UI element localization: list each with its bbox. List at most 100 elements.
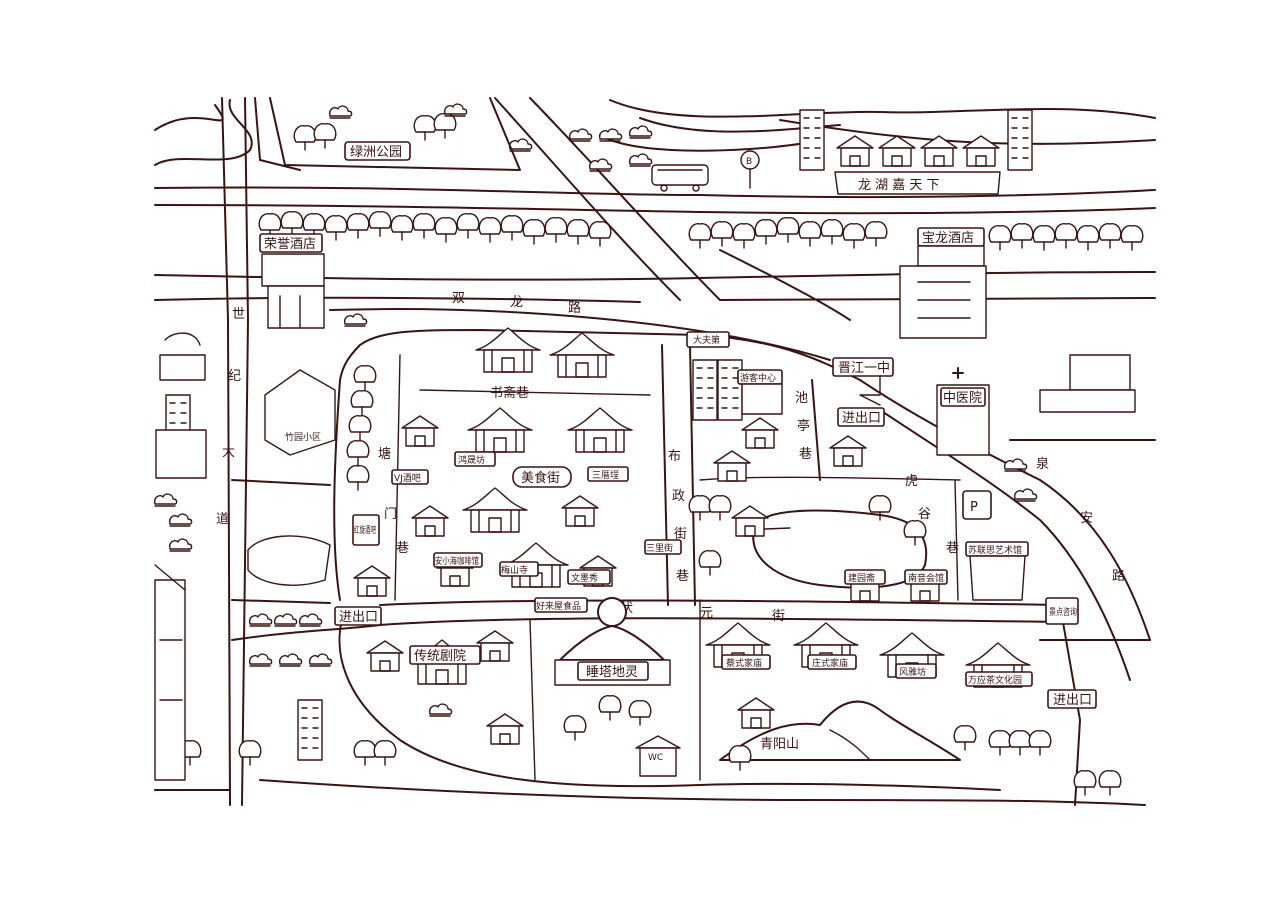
svg-text:苏联思艺术馆: 苏联思艺术馆 — [968, 544, 1022, 556]
rongyu-hotel[interactable]: 荣誉酒店 — [259, 233, 325, 329]
svg-text:巷: 巷 — [676, 569, 689, 584]
svg-text:竹园小区: 竹园小区 — [285, 431, 321, 443]
left-buildings — [154, 332, 207, 781]
svg-text:南音会馆: 南音会馆 — [908, 572, 944, 584]
sign-visitor-center[interactable]: 游客中心 — [737, 369, 783, 415]
sign-entrance-3[interactable]: 进出口 — [1047, 689, 1097, 709]
stadium — [247, 535, 331, 586]
sign-vj-bar[interactable]: VJ酒吧 — [391, 469, 429, 485]
qingyang-label: 青阳山 — [760, 737, 799, 752]
pagoda-landmark[interactable]: 睡塔地灵 — [554, 597, 671, 686]
road-label-shiji: 世 纪 大 道 — [216, 307, 245, 527]
svg-text:大: 大 — [222, 445, 235, 460]
road-label-shuanglong: 双 龙 路 — [452, 291, 581, 316]
road-label-buzheng: 布 政 街 巷 — [668, 449, 689, 584]
svg-text:鸿晟坊: 鸿晟坊 — [458, 454, 485, 466]
svg-text:美食街: 美食街 — [521, 470, 560, 486]
longhu-residence: 龙 湖 嘉 天 下 — [799, 109, 1033, 195]
sign-cai-temple[interactable]: 蔡式家庙 — [721, 654, 771, 670]
sign-entrance-2[interactable]: 进出口 — [334, 606, 382, 626]
baolong-hotel-label: 宝龙酒店 — [922, 231, 974, 246]
road-label-shuzhai: 书斋巷 — [490, 385, 529, 401]
baolong-hotel[interactable]: 宝龙酒店 — [899, 227, 987, 339]
road-label-zhuangyuan: 状 元 街 — [620, 601, 785, 624]
svg-text:元: 元 — [700, 606, 713, 621]
sign-zhuang-temple[interactable]: 庄式家庙 — [807, 654, 857, 670]
svg-text:安小海咖啡馆: 安小海咖啡馆 — [435, 555, 479, 567]
svg-text:游客中心: 游客中心 — [740, 372, 776, 384]
svg-text:晋江一中: 晋江一中 — [838, 361, 890, 376]
svg-text:睡塔地灵: 睡塔地灵 — [586, 665, 638, 680]
zhuyuan-residence: 竹园小区 — [264, 369, 336, 456]
road-label-tangmen: 塘 门 巷 — [378, 446, 409, 556]
svg-text:布: 布 — [668, 449, 681, 464]
wc-building[interactable]: WC — [635, 735, 681, 777]
svg-text:三里街: 三里街 — [646, 542, 673, 554]
svg-text:三厝埕: 三厝埕 — [592, 470, 619, 481]
sign-hongsheng[interactable]: 鸿晟坊 — [454, 451, 496, 467]
tcm-hospital[interactable]: 中医院 — [936, 367, 990, 456]
inner-buildings — [297, 327, 1136, 761]
svg-text:池: 池 — [795, 391, 808, 406]
svg-text:街: 街 — [674, 527, 687, 542]
svg-text:景点咨询: 景点咨询 — [1049, 606, 1077, 618]
svg-text:好来屋食品: 好来屋食品 — [536, 600, 581, 612]
svg-text:建园斋: 建园斋 — [848, 572, 875, 584]
svg-text:进出口: 进出口 — [1053, 693, 1092, 708]
svg-text:文墨秀: 文墨秀 — [571, 572, 598, 584]
sign-jianyuanzhai[interactable]: 建园斋 — [844, 569, 886, 585]
sign-meishan[interactable]: 梅山寺 — [499, 561, 539, 577]
svg-text:中医院: 中医院 — [943, 391, 982, 406]
rongyu-hotel-label: 荣誉酒店 — [264, 237, 316, 252]
longhu-label: 龙 湖 嘉 天 下 — [858, 178, 940, 193]
svg-text:红旋酒吧: 红旋酒吧 — [354, 524, 376, 536]
svg-text:谷: 谷 — [918, 507, 931, 522]
sign-scenic-consult[interactable]: 景点咨询 — [1045, 597, 1079, 625]
qingyang-mountain: 青阳山 — [719, 700, 961, 761]
svg-text:安: 安 — [1080, 511, 1093, 526]
parking-sign[interactable]: P — [962, 490, 992, 520]
road-network — [154, 97, 1156, 806]
svg-text:虎: 虎 — [905, 474, 918, 489]
svg-text:塘: 塘 — [378, 446, 391, 462]
svg-text:巷: 巷 — [946, 541, 959, 556]
sign-sanxiangdi[interactable]: 三厝埕 — [587, 466, 629, 482]
svg-text:巷: 巷 — [396, 541, 409, 556]
sign-nanyin[interactable]: 南音会馆 — [904, 569, 948, 585]
svg-text:纪: 纪 — [228, 369, 241, 384]
sign-anxiaohai[interactable]: 安小海咖啡馆 — [433, 552, 483, 568]
svg-text:路: 路 — [568, 300, 581, 316]
sign-hongxuan[interactable]: 红旋酒吧 — [352, 514, 380, 546]
svg-text:万应茶文化园: 万应茶文化园 — [968, 674, 1022, 686]
svg-text:庄式家庙: 庄式家庙 — [812, 657, 848, 669]
sign-dafupai[interactable]: 大夫第 — [686, 331, 730, 348]
sign-su-museum[interactable]: 苏联思艺术馆 — [965, 541, 1029, 601]
sign-traditional-theater[interactable]: 传统剧院 — [409, 645, 481, 665]
lvzhou-park: 绿洲公园 — [269, 97, 521, 171]
svg-text:VJ酒吧: VJ酒吧 — [394, 473, 421, 484]
jinjiang-school[interactable]: 晋江一中 — [832, 357, 894, 406]
sign-fengyafang[interactable]: 风雅坊 — [895, 663, 937, 679]
road-label-huwei: 虎 谷 巷 — [905, 474, 959, 556]
sign-food-street[interactable]: 美食街 — [512, 466, 572, 488]
bus-stop[interactable]: B — [651, 150, 760, 192]
svg-text:传统剧院: 传统剧院 — [414, 649, 466, 664]
road-label-quanan: 泉 安 路 — [1036, 456, 1125, 584]
svg-text:泉: 泉 — [1036, 456, 1049, 472]
svg-text:巷: 巷 — [799, 447, 812, 462]
svg-text:龙: 龙 — [510, 295, 523, 310]
tree-row-north — [258, 211, 1144, 251]
road-label-chiting: 池 亭 巷 — [795, 391, 812, 462]
svg-text:梅山寺: 梅山寺 — [501, 564, 528, 576]
sign-haolaiwu[interactable]: 好来屋食品 — [534, 597, 588, 613]
sign-entrance-1[interactable]: 进出口 — [837, 407, 885, 427]
sign-sanlijie[interactable]: 三里街 — [644, 539, 682, 555]
svg-text:亭: 亭 — [797, 418, 810, 434]
sign-wanying-tea[interactable]: 万应茶文化园 — [965, 671, 1033, 687]
svg-text:蔡式家庙: 蔡式家庙 — [726, 657, 762, 669]
svg-text:双: 双 — [452, 291, 465, 306]
sign-wenmiao[interactable]: 文墨秀 — [567, 569, 611, 585]
svg-text:大夫第: 大夫第 — [693, 334, 720, 346]
svg-text:进出口: 进出口 — [339, 610, 378, 625]
